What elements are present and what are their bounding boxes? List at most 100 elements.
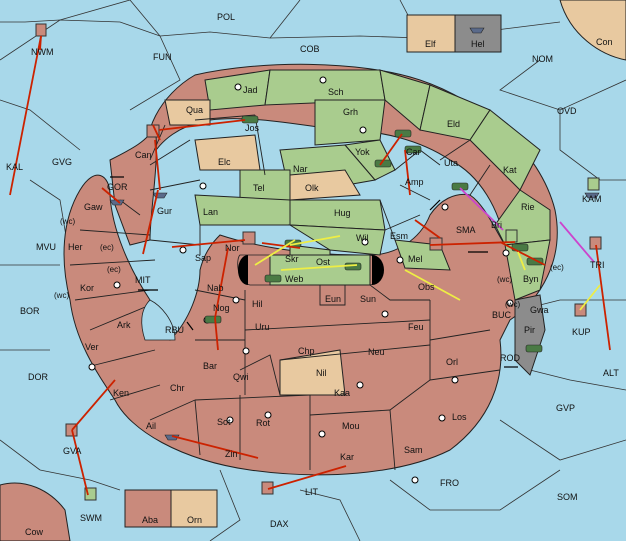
sea-label-gvp: GVP bbox=[556, 403, 575, 413]
magenta-orders bbox=[459, 187, 595, 263]
terr-aba bbox=[124, 489, 172, 528]
land-label-can: Can bbox=[135, 150, 152, 160]
land-label-zin: Zin bbox=[225, 449, 238, 459]
land-label-bri: Bri bbox=[491, 220, 502, 230]
rbu-bay bbox=[141, 299, 176, 341]
coast-note: (wc) bbox=[60, 217, 75, 226]
tank-units bbox=[204, 115, 544, 353]
land-label-car: Car bbox=[406, 147, 421, 157]
sea-label-kam: KAM bbox=[582, 194, 602, 204]
land-label-gur: Gur bbox=[157, 206, 172, 216]
land-label-eld: Eld bbox=[447, 119, 460, 129]
land-label-nab: Nab bbox=[207, 283, 224, 293]
sea-label-cow: Cow bbox=[25, 527, 44, 537]
land-label-eun: Eun bbox=[325, 294, 341, 304]
sea-label-buc: BUC bbox=[492, 310, 512, 320]
land-label-ver: Ver bbox=[85, 342, 99, 352]
land-label-yok: Yok bbox=[355, 147, 370, 157]
sea-label-mit: MIT bbox=[135, 275, 151, 285]
terr-hel bbox=[454, 14, 502, 53]
army-unit bbox=[35, 23, 47, 37]
terr-elc bbox=[194, 134, 261, 171]
adjacency-markers bbox=[110, 176, 518, 368]
land-label-olk: Olk bbox=[305, 183, 319, 193]
sea-label-nom: NOM bbox=[532, 54, 553, 64]
sea-label-lit: LIT bbox=[305, 487, 319, 497]
green-territories bbox=[194, 69, 551, 301]
land-label-ark: Ark bbox=[117, 320, 131, 330]
sea-label-ovd: OVD bbox=[557, 106, 577, 116]
land-label-nil: Nil bbox=[316, 368, 327, 378]
land-borders bbox=[69, 114, 501, 471]
sea-label-dor: DOR bbox=[28, 372, 49, 382]
land-label-wil: Wil bbox=[356, 233, 369, 243]
terr-wil bbox=[288, 224, 386, 256]
units bbox=[35, 23, 602, 501]
land-label-kaa: Kaa bbox=[334, 388, 350, 398]
land-label-ost: Ost bbox=[316, 257, 331, 267]
land-label-rot: Rot bbox=[256, 418, 271, 428]
land-label-hil: Hil bbox=[252, 299, 263, 309]
coast-note: (ec) bbox=[550, 263, 564, 272]
land-label-orn: Orn bbox=[187, 515, 202, 525]
strait-west-cap bbox=[238, 255, 248, 285]
terr-orn bbox=[170, 489, 218, 528]
land-label-sam: Sam bbox=[404, 445, 423, 455]
red-orders bbox=[9, 35, 611, 496]
yellow-orders bbox=[254, 235, 601, 311]
strait-east-cap bbox=[372, 255, 384, 285]
land-label-elf: Elf bbox=[425, 39, 436, 49]
land-label-aba: Aba bbox=[142, 515, 158, 525]
army-unit bbox=[242, 231, 256, 245]
coast-notes: (wc) (ec) (ec) (wc) (wc) (wc) (ec) bbox=[54, 217, 564, 309]
land-label-obs: Obs bbox=[418, 282, 435, 292]
land-label-qwi: Qwi bbox=[233, 372, 249, 382]
land-label-tel: Tel bbox=[253, 183, 265, 193]
land-label-chp: Chp bbox=[298, 346, 315, 356]
land-label-los: Los bbox=[452, 412, 467, 422]
sea-label-sma: SMA bbox=[456, 225, 476, 235]
land-label-chr: Chr bbox=[170, 383, 185, 393]
sea-label-som: SOM bbox=[557, 492, 578, 502]
land-label-mel: Mel bbox=[408, 254, 423, 264]
sea-label-swm: SWM bbox=[80, 513, 102, 523]
sea-label-fro: FRO bbox=[440, 478, 459, 488]
sea-label-con: Con bbox=[596, 37, 613, 47]
sea-label-rbu: RBU bbox=[165, 325, 184, 335]
terr-cow bbox=[0, 482, 71, 541]
land-label-uru: Uru bbox=[255, 322, 270, 332]
terr-olk bbox=[289, 169, 361, 201]
land-label-sun: Sun bbox=[360, 294, 376, 304]
land-label-ken: Ken bbox=[113, 388, 129, 398]
land-label-pir: Pir bbox=[524, 325, 535, 335]
army-unit bbox=[589, 236, 602, 250]
land-label-gwa: Gwa bbox=[530, 305, 549, 315]
land-label-elc: Elc bbox=[218, 157, 231, 167]
land-label-rie: Rie bbox=[521, 202, 535, 212]
fleet-units bbox=[109, 27, 600, 441]
land-label-nar: Nar bbox=[293, 164, 308, 174]
land-label-hel: Hel bbox=[471, 39, 485, 49]
coast-note: (wc) bbox=[497, 275, 512, 284]
sea-label-pol: POL bbox=[217, 12, 235, 22]
sea-label-gva: GVA bbox=[63, 446, 81, 456]
land-label-skr: Skr bbox=[285, 254, 299, 264]
neutral-territories bbox=[164, 99, 361, 396]
land-label-neu: Neu bbox=[368, 347, 385, 357]
sea-label-cob: COB bbox=[300, 44, 320, 54]
sea-label-kal: KAL bbox=[6, 162, 23, 172]
army-unit bbox=[505, 229, 518, 243]
sea-label-nwm: NWM bbox=[31, 47, 54, 57]
sea-label-gvg: GVG bbox=[52, 157, 72, 167]
land-label-ail: Ail bbox=[146, 421, 156, 431]
coast-note: (wc) bbox=[54, 291, 69, 300]
sea-label-dax: DAX bbox=[270, 519, 289, 529]
army-unit bbox=[587, 177, 600, 191]
land-label-gaw: Gaw bbox=[84, 202, 103, 212]
land-label-grh: Grh bbox=[343, 107, 358, 117]
land-label-nor: Nor bbox=[225, 243, 240, 253]
land-label-hug: Hug bbox=[334, 208, 351, 218]
coast-note: (ec) bbox=[100, 243, 114, 252]
